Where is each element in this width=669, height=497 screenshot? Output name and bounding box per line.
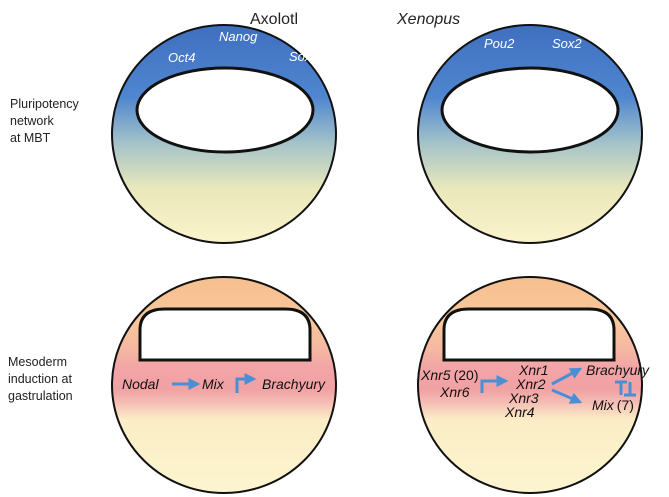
column-title-xenopus: Xenopus — [396, 11, 460, 28]
gene-label-nanog: Nanog — [219, 29, 258, 44]
gene-label-xnr4: Xnr4 — [504, 404, 535, 420]
gene-label-brachyury: Brachyury — [262, 376, 326, 392]
activation-arrow-brachyury — [551, 367, 583, 386]
axolotl-pluripotency-embryo: Oct4 Nanog Sox2 — [111, 24, 337, 244]
gene-label-xnr2: Xnr2 — [515, 376, 546, 392]
transcription-arrow — [235, 373, 257, 393]
svg-text:gastrulation: gastrulation — [8, 389, 73, 403]
svg-text:Mesoderm: Mesoderm — [8, 355, 67, 369]
gene-label-brachyury: Brachyury — [586, 362, 650, 378]
gene-label-mix: Mix(7) — [592, 397, 634, 413]
gene-label-mix: Mix — [202, 376, 225, 392]
blastocoel-cavity — [138, 307, 312, 362]
gene-label-sox2: Sox2 — [289, 49, 319, 64]
mutual-inhibition-symbol — [615, 380, 636, 397]
row-label-mesoderm: Mesoderm induction at gastrulation — [8, 355, 73, 403]
xenopus-pluripotency-embryo: Pou2 Sox2 — [417, 24, 643, 244]
axolotl-mesoderm-embryo: Nodal Mix Brachyury — [111, 276, 337, 494]
gene-label-nodal: Nodal — [122, 376, 159, 392]
activation-arrow-mix — [551, 388, 583, 404]
transcription-arrow — [480, 375, 509, 393]
gene-label-pou2: Pou2 — [484, 36, 515, 51]
xenopus-mesoderm-embryo: Xnr5(20) Xnr6 Xnr1 Xnr2 Xnr3 Xnr4 Brachy… — [417, 276, 650, 494]
svg-text:Pluripotency: Pluripotency — [10, 97, 80, 111]
blastocoel-cavity — [440, 66, 620, 154]
gene-label-xnr1: Xnr1 — [518, 362, 549, 378]
gene-label-xnr3: Xnr3 — [508, 390, 539, 406]
row-label-pluripotency: Pluripotency network at MBT — [10, 97, 80, 145]
svg-text:at MBT: at MBT — [10, 131, 51, 145]
svg-text:network: network — [10, 114, 55, 128]
gene-label-xnr5: Xnr5(20) — [420, 367, 478, 383]
column-title-axolotl: Axolotl — [250, 11, 298, 28]
gene-label-sox2: Sox2 — [552, 36, 582, 51]
blastocoel-cavity — [135, 66, 315, 154]
gene-label-oct4: Oct4 — [168, 50, 195, 65]
blastocoel-cavity — [442, 307, 616, 362]
gene-label-xnr6: Xnr6 — [439, 384, 470, 400]
svg-text:induction at: induction at — [8, 372, 72, 386]
